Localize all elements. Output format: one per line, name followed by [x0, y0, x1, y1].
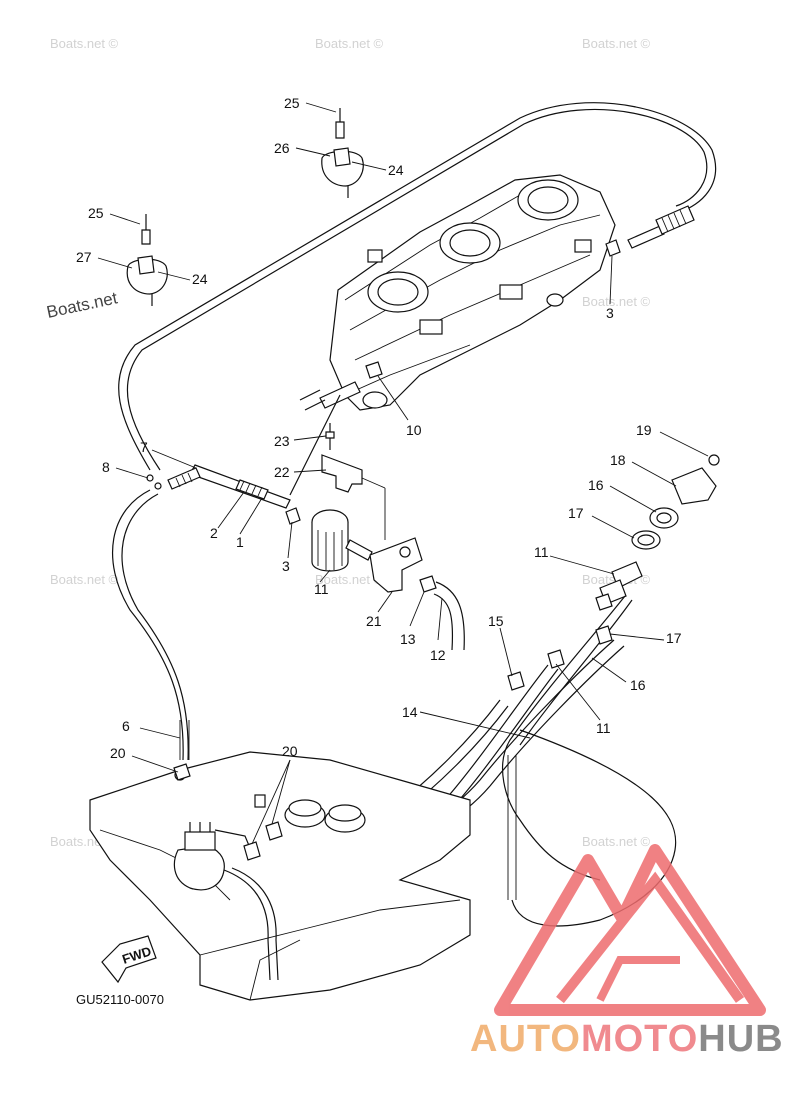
hose-clamp-20b	[265, 821, 283, 841]
cable-holder-upper	[321, 108, 364, 198]
callout-number: 3	[606, 305, 614, 321]
throttle-cable-loop	[118, 102, 717, 471]
fuel-filter	[311, 509, 373, 572]
callout-number: 22	[274, 464, 290, 480]
callout-number: 15	[488, 613, 504, 629]
callout-number: 8	[102, 459, 110, 475]
fuel-cock-parts	[631, 454, 720, 550]
callout-number: 18	[610, 452, 626, 468]
hose-clamp-lower	[285, 507, 301, 525]
watermark: Boats.net ©	[582, 834, 651, 849]
carb-feed-pipe	[299, 381, 361, 411]
callout-number: 1	[236, 534, 244, 550]
callout-number: 19	[636, 422, 652, 438]
brand-part-auto: AUTO	[470, 1018, 581, 1060]
hose-clamp-11	[419, 575, 437, 593]
callout-number: 6	[122, 718, 130, 734]
choke-cable-inner	[121, 493, 189, 761]
throttle-cable-housing	[146, 394, 341, 509]
throttle-cable-loop-inner	[126, 108, 708, 471]
callout-number: 24	[192, 271, 208, 287]
watermark: Boats.net ©	[50, 36, 119, 51]
brand-logo-mark	[494, 844, 766, 1016]
callout-number: 16	[630, 677, 646, 693]
choke-cable	[111, 489, 184, 761]
cable-end-fitting	[627, 205, 695, 249]
callout-number: 12	[430, 647, 446, 663]
callout-number: 20	[110, 745, 126, 761]
forward-arrow: FWD	[101, 935, 157, 984]
fuel-cock-valve	[595, 561, 643, 611]
callout-number: 25	[88, 205, 104, 221]
callout-number: 11	[596, 720, 611, 736]
watermark: Boats.net ©	[50, 572, 119, 587]
callout-number: 23	[274, 433, 290, 449]
hose-clamp	[605, 239, 621, 257]
callout-number: 26	[274, 140, 290, 156]
brand-part-hub: HUB	[698, 1018, 784, 1060]
watermark: Boats.net ©	[582, 294, 651, 309]
callout-number: 7	[140, 439, 148, 455]
fuel-tank	[89, 751, 471, 1001]
callout-number: 20	[282, 743, 298, 759]
cable-holder-lower	[126, 214, 168, 306]
watermark: Boats.net ©	[315, 572, 384, 587]
callout-labels: 25 26 24 25 27 24 3 10 23 22 7 8 2 1 3 1…	[76, 95, 682, 761]
callout-number: 24	[388, 162, 404, 178]
callout-number: 21	[366, 613, 382, 629]
callout-number: 3	[282, 558, 290, 574]
filter-bracket	[321, 423, 423, 593]
callout-number: 10	[406, 422, 422, 438]
leader-lines	[97, 102, 709, 845]
callout-number: 14	[402, 704, 418, 720]
carburetor-assembly	[329, 174, 616, 411]
watermark: Boats.net ©	[315, 36, 384, 51]
callout-number: 27	[76, 249, 92, 265]
brand-part-moto: MOTO	[580, 1018, 699, 1060]
callout-number: 17	[666, 630, 682, 646]
diagram-code: GU52110-0070	[76, 992, 164, 1007]
watermark-primary: Boats.net	[45, 288, 119, 322]
watermark: Boats.net ©	[582, 36, 651, 51]
fuel-hose-10-inner	[433, 593, 454, 651]
callout-number: 17	[568, 505, 584, 521]
callout-number: 25	[284, 95, 300, 111]
hose-clip	[365, 361, 383, 379]
callout-number: 13	[400, 631, 416, 647]
callout-number: 16	[588, 477, 604, 493]
callout-number: 2	[210, 525, 218, 541]
fuel-sender	[173, 822, 279, 981]
callout-number: 11	[314, 581, 329, 597]
brand-wordmark: AUTOMOTOHUB	[470, 1018, 800, 1068]
fuel-hose-10	[435, 581, 465, 651]
callout-number: 11	[534, 544, 549, 560]
hose-clamp-20	[173, 763, 191, 781]
